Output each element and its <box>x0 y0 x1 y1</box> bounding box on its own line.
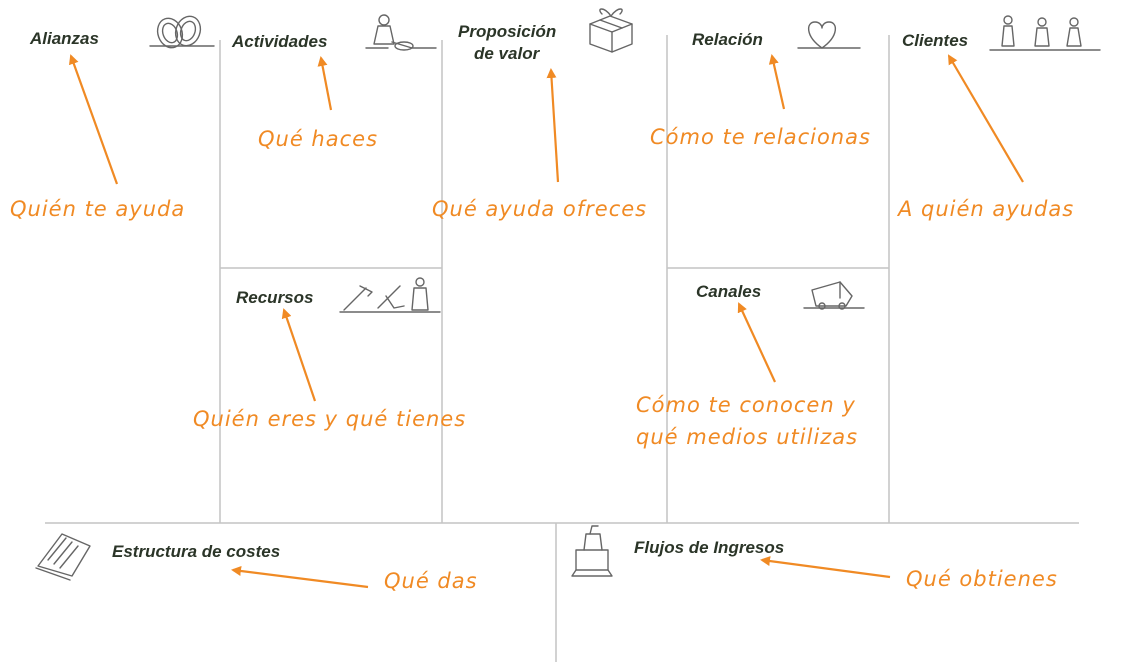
block-title-costes: Estructura de costes <box>112 542 281 561</box>
note-clientes: A quién ayudas <box>898 197 1075 221</box>
note-canales-line1: Cómo te conocen y <box>636 393 856 417</box>
note-ingresos: Qué obtienes <box>906 567 1058 591</box>
arrows <box>69 54 1024 589</box>
arrow <box>281 308 317 402</box>
arrow <box>737 302 776 383</box>
block-title-relacion: Relación <box>692 30 763 49</box>
block-title-canales: Canales <box>696 282 762 301</box>
arrow <box>231 566 369 589</box>
block-title-actividades: Actividades <box>232 32 328 51</box>
rings-icon <box>149 15 215 49</box>
note-canales-line2: qué medios utilizas <box>636 425 859 449</box>
note-relacion: Cómo te relacionas <box>650 125 871 149</box>
cash-register-icon <box>571 525 613 577</box>
note-actividades: Qué haces <box>258 127 379 151</box>
note-alianzas: Quién te ayuda <box>10 197 186 221</box>
block-title-clientes: Clientes <box>902 31 969 50</box>
people-icon <box>989 15 1101 51</box>
gift-icon <box>589 8 633 53</box>
arrow <box>760 556 891 579</box>
heart-icon <box>797 21 861 49</box>
arrow <box>69 54 119 185</box>
arrow <box>768 54 786 110</box>
note-costes: Qué das <box>384 569 478 593</box>
block-title-propuesta-line1: Proposición <box>458 22 557 41</box>
grid-lines <box>45 35 1079 662</box>
block-title-ingresos: Flujos de Ingresos <box>634 538 785 557</box>
arrow <box>317 56 333 111</box>
invoice-icon <box>35 533 91 581</box>
worker-icon <box>365 14 437 51</box>
arrow <box>947 54 1024 183</box>
note-propuesta: Qué ayuda ofreces <box>432 197 648 221</box>
block-title-recursos: Recursos <box>236 288 314 307</box>
arrow <box>546 68 560 183</box>
note-recursos: Quién eres y qué tienes <box>193 407 467 431</box>
tools-icon <box>339 277 441 313</box>
block-title-alianzas: Alianzas <box>30 29 99 48</box>
block-title-propuesta-line2: de valor <box>474 44 540 63</box>
truck-icon <box>803 281 865 310</box>
